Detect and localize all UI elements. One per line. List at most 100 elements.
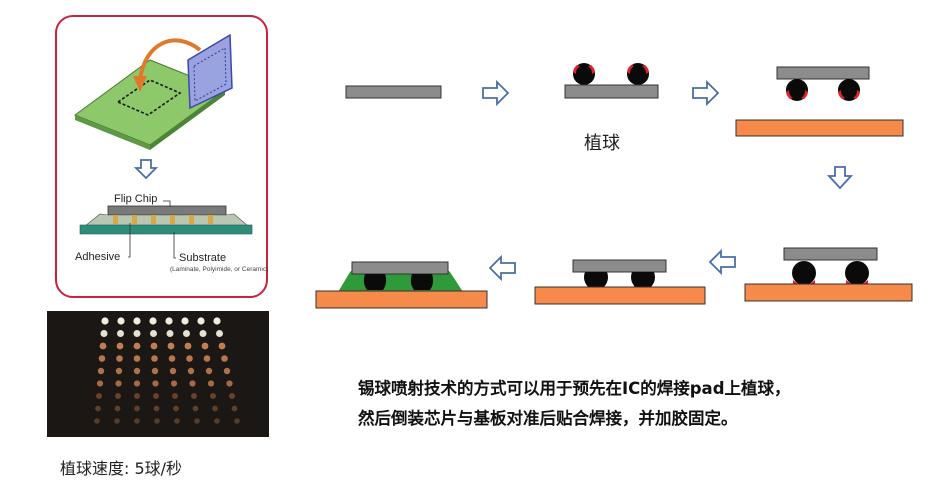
solder-ball: [134, 418, 140, 424]
solder-ball: [199, 330, 207, 337]
step6-underfilled-chip: [315, 261, 488, 309]
solder-ball: [134, 393, 140, 399]
solder-ball: [95, 405, 101, 412]
right-arrow-icon: [482, 79, 510, 107]
solder-ball: [231, 405, 238, 412]
adhesive-leader: [128, 223, 131, 258]
substrate-note: (Laminate, Polyimide, or Ceramic): [170, 266, 269, 273]
photo-background: [47, 311, 269, 437]
solder-ball: [192, 405, 199, 412]
solder-ball: [96, 380, 104, 387]
solder-ball: [101, 317, 109, 325]
solder-ball: [153, 393, 159, 399]
solder-ball: [153, 405, 160, 412]
solder-ball: [203, 355, 211, 362]
solder-ball: [98, 355, 106, 362]
solder-ball: [234, 418, 240, 424]
solder-ball: [154, 418, 160, 424]
solder-ball: [133, 380, 141, 387]
solder-ball: [229, 393, 235, 399]
solder-ball: [205, 367, 213, 375]
down-arrow-icon: [826, 166, 854, 190]
solder-ball: [214, 418, 220, 424]
flip-chip-leader: [163, 200, 171, 207]
solder-ball: [210, 393, 216, 399]
solder-ball: [186, 355, 193, 362]
solder-ball: [97, 367, 105, 375]
solder-ball: [221, 355, 228, 362]
flip-arrow-icon: [138, 38, 202, 81]
solder-ball: [174, 418, 180, 424]
right-arrow-icon: [692, 79, 720, 107]
solder-ball: [115, 393, 121, 399]
green-board-side: [75, 115, 150, 150]
solder-ball: [197, 317, 205, 325]
step3-flipped-chip: [735, 66, 904, 137]
description-line-2: 然后倒装芯片与基板对准后贴合焊接，并加胶固定。: [358, 409, 738, 428]
solder-ball: [149, 317, 157, 325]
description-line-1: 锡球喷射技术的方式可以用于预先在IC的焊接pad上植球，: [358, 379, 791, 398]
solder-ball: [173, 405, 179, 412]
solder-ball: [100, 330, 108, 337]
solder-ball: [213, 317, 221, 325]
solder-ball: [133, 367, 141, 375]
solder-ball: [189, 380, 196, 387]
solder-ball: [183, 330, 190, 337]
solder-ball: [169, 367, 177, 375]
solder-ball: [207, 380, 215, 387]
solder-ball: [216, 330, 223, 337]
flip-chip-label: Flip Chip: [114, 193, 158, 205]
solder-ball: [226, 380, 233, 387]
substrate-leader: [173, 232, 176, 259]
step5-reflowed-chip: [534, 259, 706, 305]
solder-ball: [223, 367, 231, 375]
left-arrow-icon: [488, 254, 516, 282]
solder-ball: [191, 393, 197, 399]
cross-section-substrate: [79, 224, 253, 235]
solder-ball: [172, 393, 178, 399]
solder-ball: [165, 317, 173, 325]
down-arrow-icon: [133, 159, 159, 180]
flipped-chip: [187, 33, 233, 110]
cross-section-bumps: [113, 215, 213, 224]
solder-ball: [134, 405, 140, 412]
flip-chip-illustration-frame: [55, 15, 268, 298]
solder-ball: [94, 418, 100, 424]
solder-ball: [115, 367, 123, 375]
solder-ball: [166, 330, 174, 337]
solder-ball: [152, 380, 159, 387]
solder-jetting-photo: [47, 311, 269, 437]
step1-chip: [345, 85, 442, 99]
solder-ball: [114, 418, 120, 424]
left-arrow-icon: [708, 248, 736, 276]
solder-ball: [150, 342, 158, 350]
solder-ball: [218, 342, 226, 350]
solder-ball: [150, 330, 157, 337]
solder-ball: [170, 380, 178, 387]
solder-ball: [184, 342, 192, 350]
solder-ball: [133, 330, 141, 337]
solder-ball: [151, 367, 159, 375]
solder-ball: [151, 355, 158, 362]
solder-ball: [168, 355, 176, 362]
solder-ball: [194, 418, 200, 424]
step4-attached-chip: [744, 247, 913, 302]
solder-ball: [114, 405, 121, 412]
solder-ball: [187, 367, 195, 375]
solder-ball: [115, 380, 122, 387]
step2-bumped-chip: [564, 63, 659, 99]
solder-ball: [133, 342, 141, 350]
solder-ball: [133, 317, 141, 325]
solder-ball: [167, 342, 175, 350]
solder-ball: [116, 342, 124, 350]
solder-ball: [117, 317, 125, 325]
solder-ball: [99, 342, 107, 350]
green-board-side-right: [150, 90, 225, 150]
solder-ball: [96, 393, 102, 399]
step2-caption: 植球: [584, 133, 620, 154]
solder-ball: [181, 317, 189, 325]
solder-ball: [212, 405, 218, 412]
solder-ball: [116, 355, 123, 362]
